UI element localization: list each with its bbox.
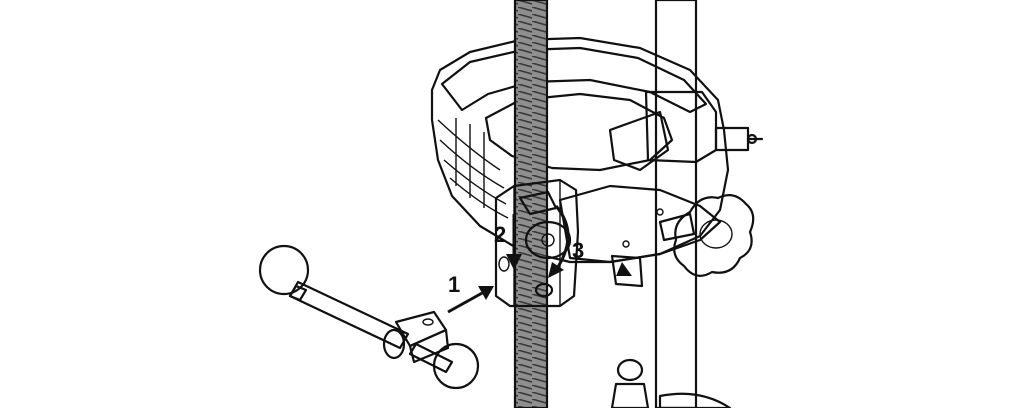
step-1-arrow xyxy=(447,286,494,314)
step-3-label: 3 xyxy=(572,238,584,263)
threaded-rod xyxy=(513,0,549,408)
handle-ball-top xyxy=(258,244,310,296)
step-2-label: 2 xyxy=(494,222,506,247)
step-2-arrow xyxy=(506,214,522,270)
indicator-triangle-icon xyxy=(616,262,632,276)
step-3-arrow xyxy=(548,205,570,278)
t-handle-pin xyxy=(258,244,480,390)
clamp-housing xyxy=(430,36,764,288)
housing-ribs xyxy=(437,118,509,219)
locking-knob xyxy=(658,193,755,277)
handle-ball-bottom xyxy=(432,342,480,390)
step-1-label: 1 xyxy=(448,272,460,297)
